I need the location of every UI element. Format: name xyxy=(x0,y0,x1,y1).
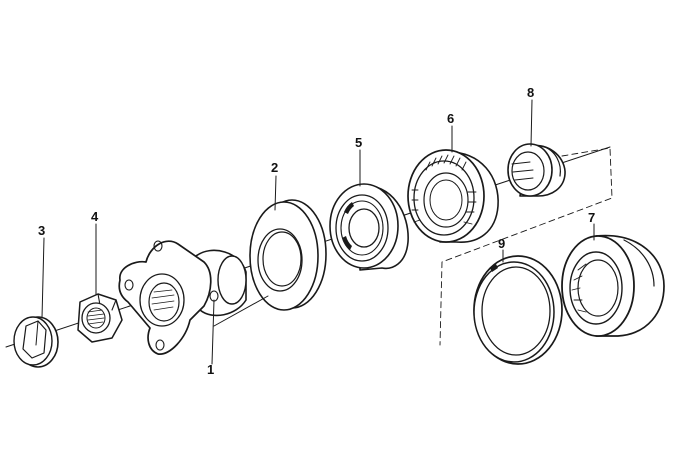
part-4-hex-nut xyxy=(77,293,123,343)
part-3-hex-cap xyxy=(13,316,59,368)
callout-3: 3 xyxy=(38,223,45,238)
part-2-flange-plate xyxy=(249,199,327,311)
callout-6: 6 xyxy=(447,111,454,126)
part-7-bearing-housing xyxy=(561,234,665,337)
callout-8: 8 xyxy=(527,85,534,100)
callout-1: 1 xyxy=(207,362,214,377)
callout-4: 4 xyxy=(91,209,99,224)
part-6-roller-bearing xyxy=(407,149,499,243)
part-8-sleeve xyxy=(507,143,566,197)
dashed-leader-bracket xyxy=(439,147,613,346)
callout-7: 7 xyxy=(588,210,595,225)
callout-5: 5 xyxy=(355,135,362,150)
callout-9: 9 xyxy=(498,236,505,251)
part-9-snap-ring xyxy=(473,255,563,365)
part-5-sealed-bearing xyxy=(329,183,409,271)
callout-2: 2 xyxy=(271,160,278,175)
part-1-flange xyxy=(118,240,247,355)
leader-lines xyxy=(41,99,595,365)
